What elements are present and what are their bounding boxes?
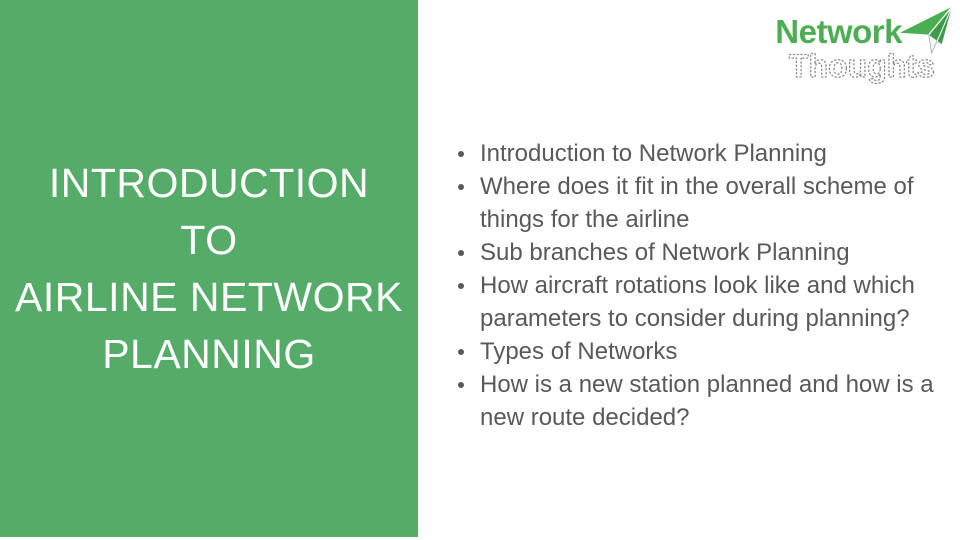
- agenda-item: Sub branches of Network Planning: [450, 236, 950, 269]
- bullet-dot-icon: [458, 184, 464, 190]
- agenda-item: Introduction to Network Planning: [450, 137, 950, 170]
- bullet-dot-icon: [458, 382, 464, 388]
- title-panel: INTRODUCTION TO AIRLINE NETWORK PLANNING: [0, 0, 418, 537]
- bullet-dot-icon: [458, 151, 464, 157]
- agenda-item: Where does it fit in the overall scheme …: [450, 170, 950, 236]
- agenda-item-text: Sub branches of Network Planning: [480, 239, 850, 266]
- agenda-item-text: Types of Networks: [480, 338, 678, 365]
- agenda-item: Types of Networks: [450, 335, 950, 368]
- agenda-item: How is a new station planned and how is …: [450, 368, 950, 434]
- agenda-item-text: Introduction to Network Planning: [480, 140, 827, 167]
- svg-text:Thoughts: Thoughts: [789, 48, 935, 84]
- slide-title: INTRODUCTION TO AIRLINE NETWORK PLANNING: [0, 155, 418, 383]
- paper-plane-icon: [900, 6, 953, 55]
- title-line: PLANNING: [102, 330, 316, 377]
- title-line: TO: [180, 216, 238, 263]
- bullet-dot-icon: [458, 283, 464, 289]
- agenda-item: How aircraft rotations look like and whi…: [450, 269, 950, 335]
- logo-top-row: Network: [775, 6, 954, 56]
- logo-network-text: Network: [775, 12, 902, 50]
- title-line: AIRLINE NETWORK: [15, 273, 403, 320]
- logo-thoughts-text: Thoughts: [789, 47, 936, 84]
- agenda-item-text: How aircraft rotations look like and whi…: [480, 272, 915, 332]
- agenda-item-text: Where does it fit in the overall scheme …: [480, 173, 914, 233]
- agenda-item-text: How is a new station planned and how is …: [480, 371, 934, 431]
- bullet-dot-icon: [458, 349, 464, 355]
- bullet-dot-icon: [458, 250, 464, 256]
- logo: Network Thoughts: [775, 6, 954, 86]
- title-line: INTRODUCTION: [48, 159, 370, 206]
